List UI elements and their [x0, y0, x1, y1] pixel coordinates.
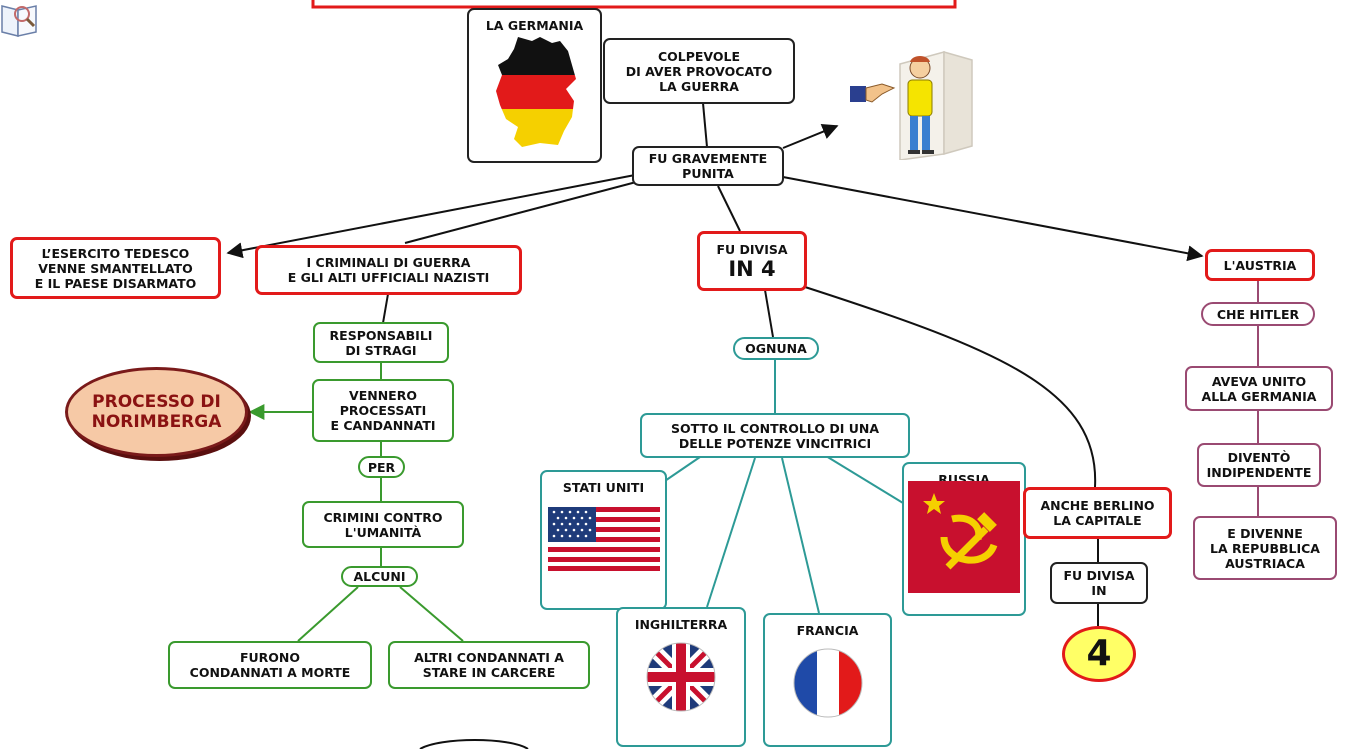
crimes-node: CRIMINI CONTRO L'UMANITÀ: [302, 501, 464, 548]
ussr-flag-icon: [908, 481, 1020, 593]
france-flag-icon: [793, 648, 862, 718]
usa-flag-icon: [547, 507, 660, 571]
france-node: FRANCIA: [763, 613, 892, 747]
austria-step-2: AVEVA UNITO ALLA GERMANIA: [1185, 366, 1333, 411]
divided-line1: FU DIVISA: [716, 241, 788, 257]
austria-step-4: E DIVENNE LA REPUBBLICA AUSTRIACA: [1193, 516, 1337, 580]
army-node: L’ESERCITO TEDESCO VENNE SMANTELLATO E I…: [10, 237, 221, 299]
berlin-number-node: 4: [1062, 626, 1136, 682]
control-node: SOTTO IL CONTROLLO DI UNA DELLE POTENZE …: [640, 413, 910, 458]
per-node: PER: [358, 456, 405, 478]
guilty-node: COLPEVOLE DI AVER PROVOCATO LA GUERRA: [603, 38, 795, 104]
austria-step-1: CHE HITLER: [1201, 302, 1315, 326]
russia-node: RUSSIA: [902, 462, 1026, 616]
germany-node: LA GERMANIA: [467, 8, 602, 163]
responsible-node: RESPONSABILI DI STRAGI: [313, 322, 449, 363]
divided-node: FU DIVISA IN 4: [697, 231, 807, 291]
book-icon: [0, 0, 40, 38]
pointing-hand-icon: [848, 46, 976, 161]
austria-step-3: DIVENTÒ INDIPENDENTE: [1197, 443, 1321, 487]
death-node: FURONO CONDANNATI A MORTE: [168, 641, 372, 689]
some-node: ALCUNI: [341, 566, 418, 587]
berlin-divided-node: FU DIVISA IN: [1050, 562, 1148, 604]
uk-flag-icon: [646, 642, 716, 712]
france-label: FRANCIA: [796, 623, 859, 638]
usa-node: STATI UNITI: [540, 470, 667, 610]
germany-map-icon: [495, 37, 576, 147]
nuremberg-node: PROCESSO DI NORIMBERGA: [65, 367, 248, 457]
punished-node: FU GRAVEMENTE PUNITA: [632, 146, 784, 186]
berlin-node: ANCHE BERLINO LA CAPITALE: [1023, 487, 1172, 539]
tried-node: VENNERO PROCESSATI E CANDANNATI: [312, 379, 454, 442]
criminals-node: I CRIMINALI DI GUERRA E GLI ALTI UFFICIA…: [255, 245, 522, 295]
uk-label: INGHILTERRA: [634, 617, 728, 632]
usa-label: STATI UNITI: [562, 480, 645, 495]
austria-node: L'AUSTRIA: [1205, 249, 1315, 281]
prison-node: ALTRI CONDANNATI A STARE IN CARCERE: [388, 641, 590, 689]
each-node: OGNUNA: [733, 337, 819, 360]
germany-label: LA GERMANIA: [485, 18, 584, 33]
uk-node: INGHILTERRA: [616, 607, 746, 747]
divided-line2: IN 4: [728, 256, 776, 281]
